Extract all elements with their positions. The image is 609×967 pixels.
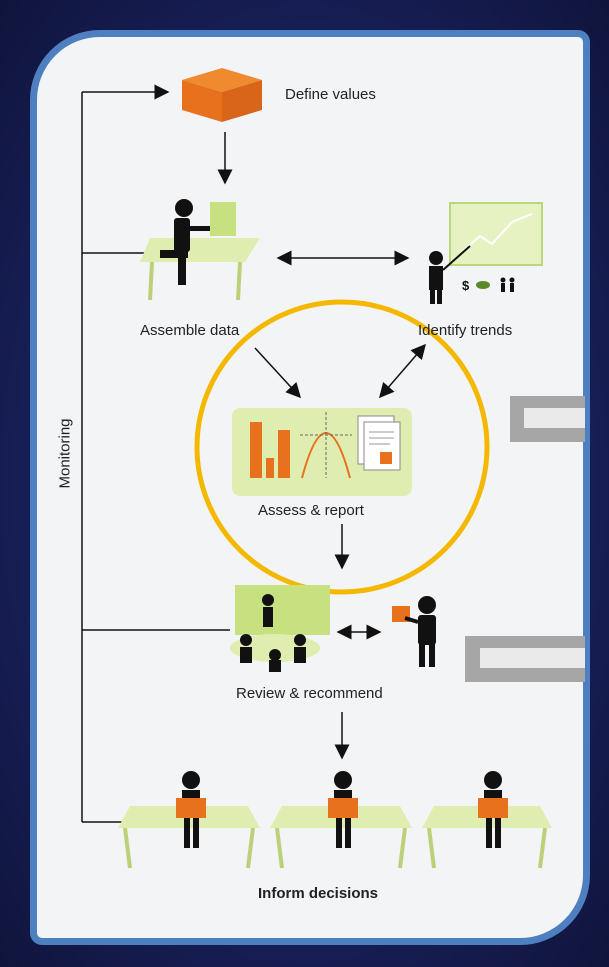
monitoring-label: Monitoring — [56, 418, 74, 489]
cube-icon — [182, 68, 262, 122]
identify-trends-label: Identify trends — [418, 322, 513, 339]
side-tab-top — [510, 396, 585, 442]
presenter-icon — [392, 596, 436, 667]
highlight-circle — [194, 299, 490, 595]
review-recommend-label: Review & recommend — [236, 685, 383, 702]
decision-desk-2 — [270, 771, 412, 869]
decision-desk-3 — [422, 771, 552, 869]
inform-decisions-label: Inform decisions — [258, 885, 379, 902]
trend-board-icon — [429, 202, 543, 304]
side-tab-bottom — [465, 636, 585, 682]
monitoring-loop — [81, 84, 230, 823]
meeting-icon — [230, 585, 330, 672]
define-values-label: Define values — [285, 86, 376, 103]
family-icon — [500, 277, 515, 292]
decision-desk-1 — [118, 771, 260, 869]
desk-computer-icon — [140, 199, 260, 301]
assemble-data-label: Assemble data — [140, 322, 240, 339]
assess-report-panel — [232, 408, 412, 496]
trend-symbols: $ — [462, 278, 470, 293]
assess-report-label: Assess & report — [258, 502, 364, 519]
leaf-icon — [476, 281, 490, 289]
